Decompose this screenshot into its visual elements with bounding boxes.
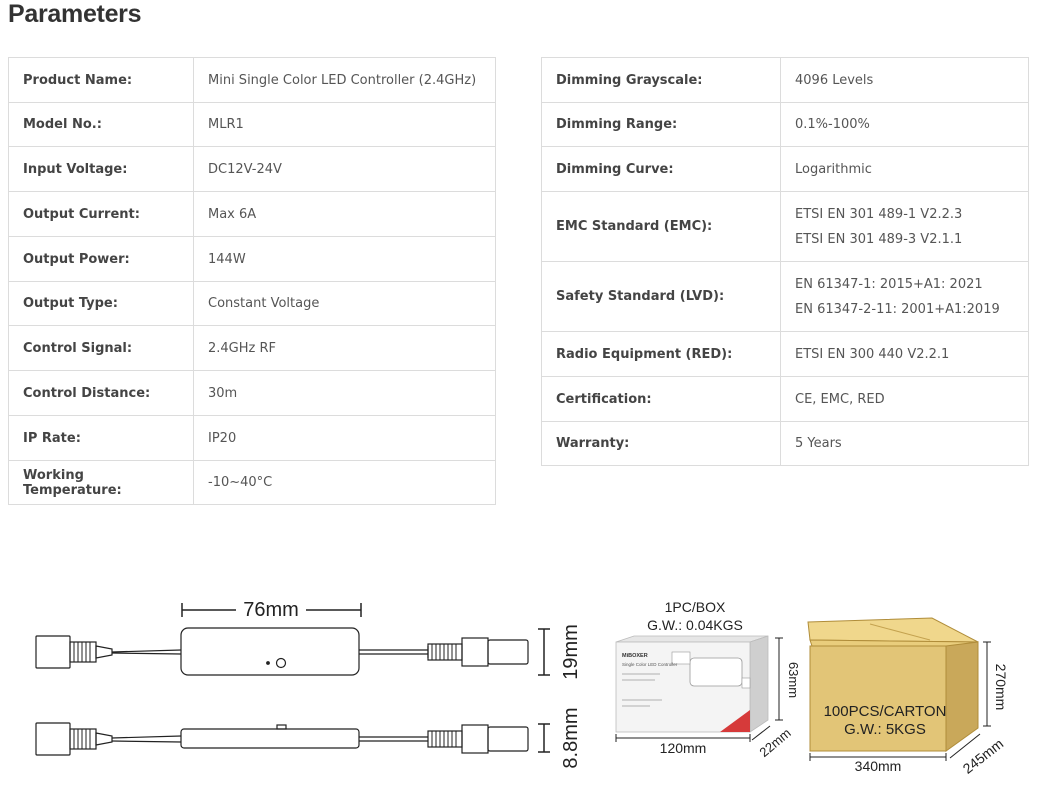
param-value-line: 4096 Levels bbox=[795, 72, 874, 88]
param-value: EN 61347-1: 2015+A1: 2021 EN 61347-2-11: … bbox=[780, 261, 1029, 332]
param-value: 144W bbox=[193, 236, 496, 282]
param-label: Model No.: bbox=[8, 102, 194, 147]
controller-side-view bbox=[35, 722, 529, 756]
param-value: 0.1%-100% bbox=[780, 102, 1029, 147]
table-row: Dimming Range: 0.1%-100% bbox=[541, 102, 1029, 147]
table-row: Dimming Grayscale: 4096 Levels bbox=[541, 57, 1029, 103]
param-value: 30m bbox=[193, 370, 496, 416]
param-label: Input Voltage: bbox=[8, 146, 194, 192]
param-label: Control Signal: bbox=[8, 325, 194, 371]
shipping-carton bbox=[807, 617, 979, 752]
table-row: EMC Standard (EMC):ETSI EN 301 489-1 V2.… bbox=[541, 191, 1029, 262]
table-row: Safety Standard (LVD):EN 61347-1: 2015+A… bbox=[541, 261, 1029, 332]
carton-width-label: 340mm bbox=[855, 758, 902, 774]
thickness-dimension bbox=[538, 723, 550, 753]
box-brand: MiBOXER bbox=[622, 653, 648, 659]
param-value-line: CE, EMC, RED bbox=[795, 391, 885, 407]
param-value-line: 5 Years bbox=[795, 436, 842, 451]
box-depth-label: 22mm bbox=[756, 725, 793, 760]
carton-weight: G.W.: 5KGS bbox=[844, 721, 926, 738]
table-row: Certification: CE, EMC, RED bbox=[541, 376, 1029, 422]
box-product-name: Single Color LED Controller bbox=[622, 662, 678, 667]
page-title: Parameters bbox=[8, 0, 142, 28]
carton-depth-label: 245mm bbox=[960, 735, 1007, 776]
param-label: Dimming Curve: bbox=[541, 146, 781, 192]
height-label: 19mm bbox=[560, 624, 582, 680]
param-value: 5 Years bbox=[780, 421, 1029, 466]
table-row: Model No.:MLR1 bbox=[8, 102, 496, 147]
table-row: Warranty: 5 Years bbox=[541, 421, 1029, 466]
param-label: Safety Standard (LVD): bbox=[541, 261, 781, 332]
table-row: Working Temperature:-10~40°C bbox=[8, 460, 496, 505]
param-value: Max 6A bbox=[193, 191, 496, 237]
param-value-line: ETSI EN 301 489-1 V2.2.3 bbox=[795, 206, 963, 222]
parameters-table-left: Product Name:Mini Single Color LED Contr… bbox=[8, 57, 496, 505]
table-row: IP Rate:IP20 bbox=[8, 415, 496, 461]
param-value: 2.4GHz RF bbox=[193, 325, 496, 371]
param-value: -10~40°C bbox=[193, 460, 496, 505]
param-value-line: EN 61347-2-11: 2001+A1:2019 bbox=[795, 301, 1000, 317]
thickness-label: 8.8mm bbox=[560, 707, 582, 768]
table-row: Product Name:Mini Single Color LED Contr… bbox=[8, 57, 496, 103]
param-value-line: Logarithmic bbox=[795, 161, 872, 177]
box-dimensions bbox=[615, 637, 783, 742]
length-label: 76mm bbox=[243, 599, 299, 621]
param-value: 4096 Levels bbox=[780, 57, 1029, 103]
param-value-line: 0.1%-100% bbox=[795, 117, 870, 132]
table-row: Input Voltage:DC12V-24V bbox=[8, 146, 496, 192]
table-row: Dimming Curve: Logarithmic bbox=[541, 146, 1029, 192]
box-height-label: 63mm bbox=[786, 662, 801, 698]
param-value: CE, EMC, RED bbox=[780, 376, 1029, 422]
param-label: EMC Standard (EMC): bbox=[541, 191, 781, 262]
param-label: Dimming Range: bbox=[541, 102, 781, 147]
length-dimension bbox=[181, 603, 362, 617]
param-value: Logarithmic bbox=[780, 146, 1029, 192]
table-row: Output Current:Max 6A bbox=[8, 191, 496, 237]
param-value: Constant Voltage bbox=[193, 281, 496, 326]
table-row: Output Power:144W bbox=[8, 236, 496, 282]
param-value: IP20 bbox=[193, 415, 496, 461]
param-label: Dimming Grayscale: bbox=[541, 57, 781, 103]
param-label: Product Name: bbox=[8, 57, 194, 103]
param-label: Certification: bbox=[541, 376, 781, 422]
param-value: MLR1 bbox=[193, 102, 496, 147]
box-weight: G.W.: 0.04KGS bbox=[647, 617, 743, 633]
controller-top-view bbox=[35, 627, 529, 676]
param-value-line: ETSI EN 300 440 V2.2.1 bbox=[795, 346, 950, 362]
param-label: Control Distance: bbox=[8, 370, 194, 416]
param-label: Warranty: bbox=[541, 421, 781, 466]
carton-height-label: 270mm bbox=[993, 664, 1009, 711]
param-label: Output Power: bbox=[8, 236, 194, 282]
table-row: Control Distance:30m bbox=[8, 370, 496, 416]
param-value-line: EN 61347-1: 2015+A1: 2021 bbox=[795, 276, 983, 292]
box-width-label: 120mm bbox=[660, 740, 707, 756]
param-label: Radio Equipment (RED): bbox=[541, 331, 781, 377]
param-label: Working Temperature: bbox=[8, 460, 194, 505]
param-label: IP Rate: bbox=[8, 415, 194, 461]
param-label: Output Current: bbox=[8, 191, 194, 237]
dimension-diagram: 76mm 19mm bbox=[35, 599, 1009, 777]
table-row: Radio Equipment (RED): ETSI EN 300 440 V2… bbox=[541, 331, 1029, 377]
param-value: Mini Single Color LED Controller (2.4GHz… bbox=[193, 57, 496, 103]
table-row: Control Signal:2.4GHz RF bbox=[8, 325, 496, 371]
param-value: DC12V-24V bbox=[193, 146, 496, 192]
carton-quantity: 100PCS/CARTON bbox=[824, 703, 947, 720]
box-quantity: 1PC/BOX bbox=[665, 599, 726, 615]
param-value: ETSI EN 300 440 V2.2.1 bbox=[780, 331, 1029, 377]
param-label: Output Type: bbox=[8, 281, 194, 326]
carton-dimensions bbox=[809, 641, 991, 761]
table-row: Output Type:Constant Voltage bbox=[8, 281, 496, 326]
height-dimension bbox=[538, 628, 550, 676]
param-value-line: ETSI EN 301 489-3 V2.1.1 bbox=[795, 231, 963, 247]
product-box: MiBOXER Single Color LED Controller bbox=[615, 635, 769, 733]
